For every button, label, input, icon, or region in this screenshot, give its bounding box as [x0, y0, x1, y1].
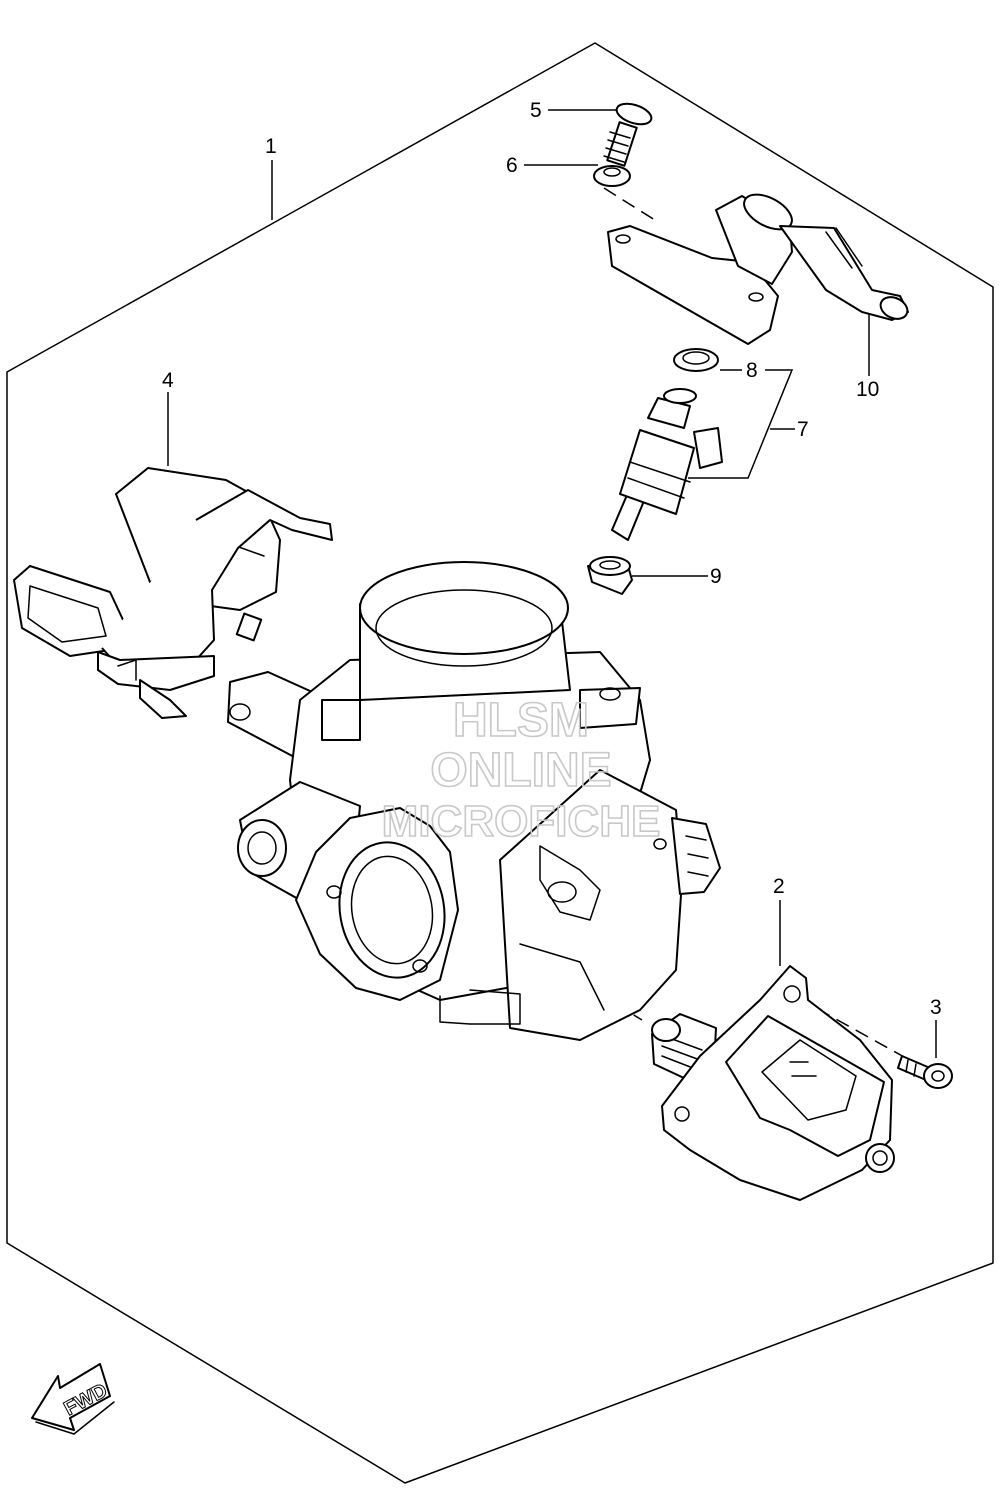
callout-9: 9 [710, 565, 722, 588]
assembly-boundary [6, 42, 994, 1484]
callout-4: 4 [162, 369, 174, 392]
washer-part-6 [593, 165, 631, 187]
bracket-part-4 [13, 467, 333, 719]
callout-leaders [167, 109, 937, 1058]
throttle-body-part-1 [227, 561, 721, 1041]
callout-2: 2 [773, 875, 785, 898]
watermark-line-1: HLSM [453, 694, 589, 747]
callout-8: 8 [746, 359, 758, 382]
bolt-part-3 [897, 1055, 953, 1089]
idle-air-control-part-2 [651, 965, 895, 1201]
callout-5: 5 [530, 99, 542, 122]
watermark-line-3: MICROFICHE [382, 797, 661, 846]
callout-3: 3 [930, 996, 942, 1019]
callout-6: 6 [506, 154, 518, 177]
watermark: HLSM ONLINE MICROFICHE [381, 693, 661, 847]
fwd-arrow-icon: FWD [31, 1363, 115, 1435]
fuel-injector-part-7 [611, 388, 723, 541]
callout-1: 1 [265, 135, 277, 158]
callout-7: 7 [797, 418, 809, 441]
callout-numbers: 1 2 3 4 5 6 7 8 9 10 [162, 99, 942, 1019]
o-ring-part-8 [673, 348, 719, 372]
callout-10: 10 [856, 378, 879, 401]
watermark-line-2: ONLINE [430, 744, 611, 797]
screw-part-5 [603, 102, 653, 167]
seal-part-9 [587, 556, 633, 595]
fuel-pipe-part-10 [607, 193, 909, 345]
